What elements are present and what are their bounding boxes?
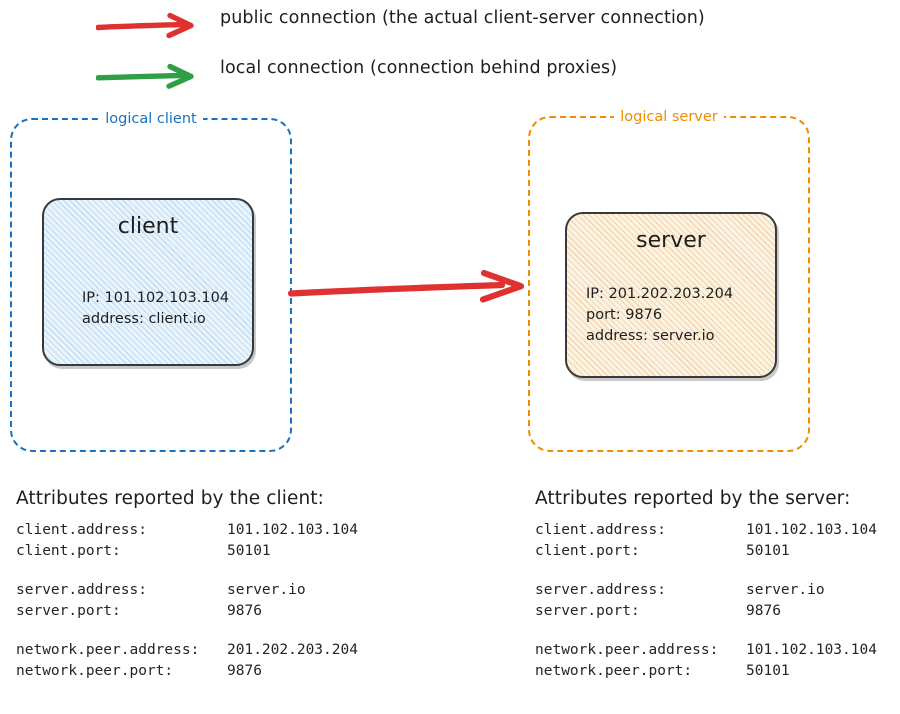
table-row: network.peer.port: 50101 [535, 661, 877, 682]
client-node-address: address: client.io [82, 311, 206, 327]
attribute-key: client.address: [535, 522, 666, 538]
client-node[interactable]: client IP: 101.102.103.104 address: clie… [42, 198, 254, 366]
attribute-group: server.address: server.io server.port: 9… [16, 580, 358, 622]
legend-label-local: local connection (connection behind prox… [220, 58, 618, 78]
legend-label-public: public connection (the actual client-ser… [220, 8, 705, 28]
attribute-value: 101.102.103.104 [746, 642, 877, 658]
client-node-ip: IP: 101.102.103.104 [82, 290, 230, 306]
attribute-group: network.peer.address: 101.102.103.104 ne… [535, 640, 877, 682]
server-node-title: server [636, 228, 706, 253]
table-row: server.address: server.io [16, 580, 358, 601]
logical-server-group: logical server [528, 106, 810, 452]
attribute-value: server.io [227, 582, 306, 598]
attribute-value: 50101 [746, 543, 790, 559]
client-attributes-table: Attributes reported by the client: clien… [16, 488, 358, 700]
server-node[interactable]: server IP: 201.202.203.204 port: 9876 ad… [565, 212, 777, 378]
server-attributes-heading: Attributes reported by the server: [535, 488, 851, 509]
red-arrow-icon [96, 12, 194, 39]
logical-server-label: logical server [614, 106, 724, 128]
attribute-value: 101.102.103.104 [227, 522, 358, 538]
logical-client-label: logical client [99, 108, 203, 130]
attribute-value: 201.202.203.204 [227, 642, 358, 658]
attribute-key: network.peer.address: [16, 642, 200, 658]
attribute-key: client.port: [535, 543, 640, 559]
client-attributes-heading: Attributes reported by the client: [16, 488, 324, 509]
server-node-port: port: 9876 [586, 307, 663, 323]
attribute-value: 50101 [227, 543, 271, 559]
attribute-key: client.address: [16, 522, 147, 538]
attribute-key: network.peer.address: [535, 642, 719, 658]
attribute-value: 9876 [227, 663, 262, 679]
attribute-group: client.address: 101.102.103.104 client.p… [535, 520, 877, 562]
attribute-key: server.port: [535, 603, 640, 619]
table-row: server.address: server.io [535, 580, 877, 601]
attribute-value: 9876 [227, 603, 262, 619]
server-node-address: address: server.io [586, 328, 715, 344]
table-row: network.peer.address: 101.102.103.104 [535, 640, 877, 661]
attribute-value: 9876 [746, 603, 781, 619]
public-connection-arrow-icon [288, 269, 525, 303]
table-row: client.port: 50101 [16, 541, 358, 562]
table-row: client.port: 50101 [535, 541, 877, 562]
table-row: client.address: 101.102.103.104 [535, 520, 877, 541]
table-row: client.address: 101.102.103.104 [16, 520, 358, 541]
attribute-group: network.peer.address: 201.202.203.204 ne… [16, 640, 358, 682]
client-node-details: IP: 101.102.103.104 address: client.io [82, 288, 229, 330]
green-arrow-icon [96, 63, 194, 89]
legend: public connection (the actual client-ser… [0, 0, 900, 105]
attribute-key: server.address: [535, 582, 666, 598]
attribute-value: server.io [746, 582, 825, 598]
logical-client-group: logical client [10, 108, 292, 452]
attribute-value: 101.102.103.104 [746, 522, 877, 538]
legend-item-local: local connection (connection behind prox… [0, 58, 900, 98]
attribute-value: 50101 [746, 663, 790, 679]
server-node-details: IP: 201.202.203.204 port: 9876 address: … [586, 284, 733, 347]
attribute-key: network.peer.port: [16, 663, 174, 679]
attribute-group: server.address: server.io server.port: 9… [535, 580, 877, 622]
table-row: network.peer.port: 9876 [16, 661, 358, 682]
attribute-key: client.port: [16, 543, 121, 559]
server-node-ip: IP: 201.202.203.204 [586, 286, 734, 302]
attribute-key: server.port: [16, 603, 121, 619]
table-row: network.peer.address: 201.202.203.204 [16, 640, 358, 661]
table-row: server.port: 9876 [16, 601, 358, 622]
client-node-title: client [117, 214, 179, 239]
legend-item-public: public connection (the actual client-ser… [0, 8, 900, 48]
table-row: server.port: 9876 [535, 601, 877, 622]
server-attributes-table: Attributes reported by the server: clien… [535, 488, 877, 700]
attribute-group: client.address: 101.102.103.104 client.p… [16, 520, 358, 562]
attribute-key: server.address: [16, 582, 147, 598]
attribute-key: network.peer.port: [535, 663, 693, 679]
